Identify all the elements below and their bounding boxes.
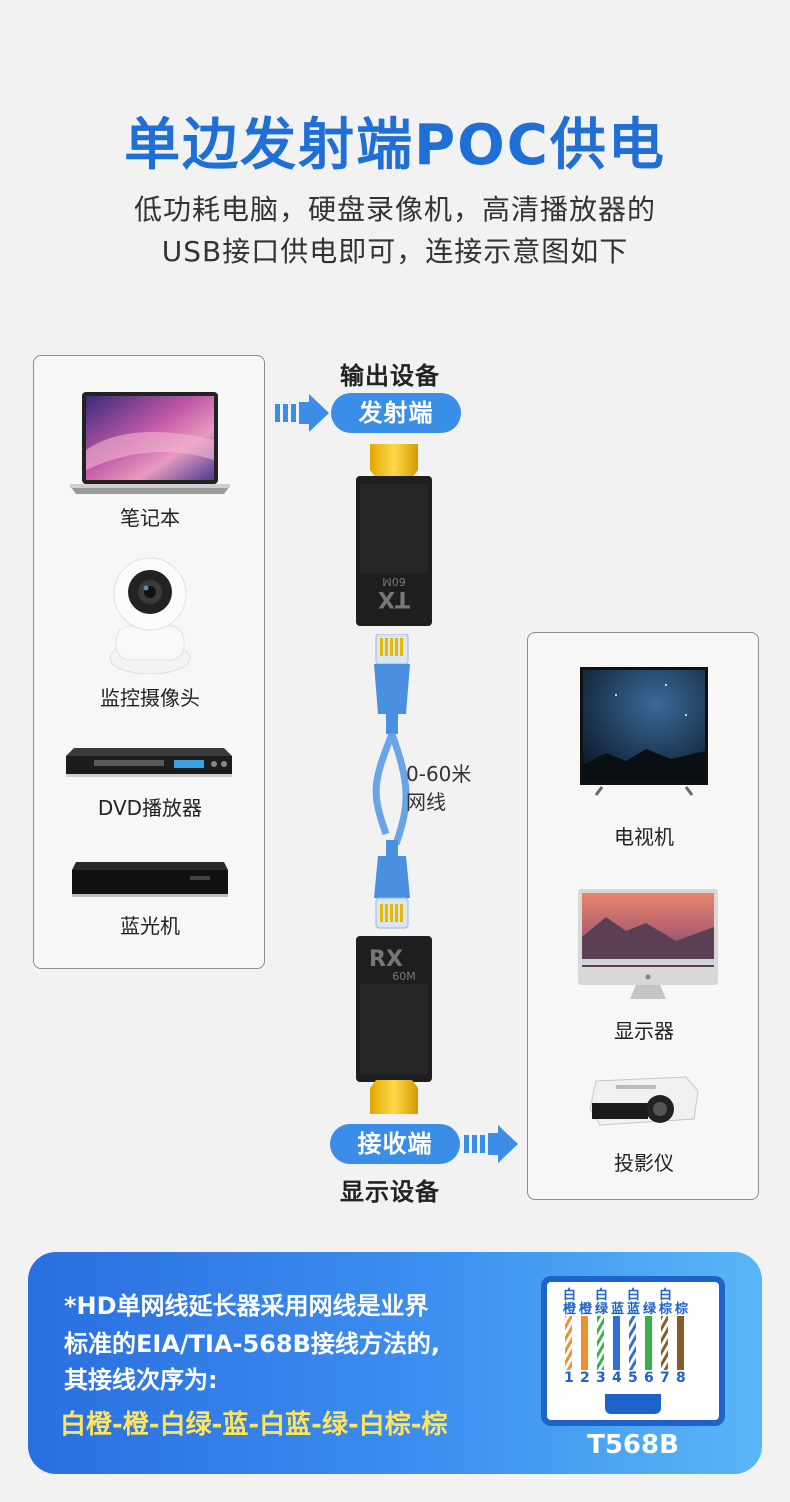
receiver-pill: 接收端 (330, 1124, 460, 1164)
pin-1: 1 (564, 1370, 574, 1386)
tx-module-label: TX (378, 586, 410, 611)
device-label-projector: 投影仪 (614, 1151, 674, 1175)
wire-top-3: 白 (627, 1288, 641, 1303)
page-title: 单边发射端POC供电 (124, 113, 666, 178)
pin-4: 4 (612, 1370, 622, 1386)
rx-module: RX 60M (356, 936, 432, 1114)
transmitter-pill: 发射端 (331, 393, 461, 433)
pin-7: 7 (660, 1370, 670, 1386)
projector-icon (589, 1076, 699, 1126)
wire-bottom-3: 绿 (595, 1302, 609, 1317)
device-label-dvd: DVD播放器 (97, 796, 203, 820)
banner-line-3: 其接线次序为: (64, 1366, 218, 1394)
subtitle-line-1: 低功耗电脑，硬盘录像机，高清播放器的 (133, 193, 656, 226)
arrow-right-icon (464, 1125, 518, 1163)
rx-module-label: RX (369, 947, 403, 972)
arrow-right-icon (275, 394, 329, 432)
monitor-icon (578, 889, 718, 999)
wire-bottom-1: 橙 (563, 1302, 577, 1317)
tv-icon (580, 667, 708, 796)
wiring-info-banner: *HD单网线延长器采用网线是业界 标准的EIA/TIA-568B接线方法的, 其… (28, 1252, 762, 1474)
wire-top-2: 白 (595, 1288, 609, 1303)
pin-2: 2 (580, 1370, 590, 1386)
subtitle-line-2: USB接口供电即可，连接示意图如下 (161, 235, 629, 268)
banner-line-1: *HD单网线延长器采用网线是业界 (64, 1292, 429, 1320)
output-device-label: 输出设备 (340, 362, 440, 390)
laptop-icon (70, 392, 230, 494)
rj45-tab (605, 1394, 661, 1414)
banner-line-2: 标准的EIA/TIA-568B接线方法的, (64, 1330, 441, 1358)
device-label-tv: 电视机 (614, 825, 674, 849)
wire-bottom-8: 棕 (675, 1302, 689, 1317)
bluray-player-icon (72, 862, 228, 897)
pin-3: 3 (596, 1370, 606, 1386)
wire-top-4: 白 (659, 1288, 673, 1303)
t568b-label: T568B (587, 1430, 679, 1460)
wire-bottom-7: 棕 (659, 1302, 673, 1317)
ethernet-cable (372, 634, 410, 929)
camera-icon (109, 557, 191, 674)
wire-bottom-6: 绿 (643, 1302, 657, 1317)
dvd-player-icon (66, 748, 232, 777)
cable-length-label: 0-60米 (406, 762, 472, 786)
tx-module: TX 60M (356, 444, 432, 626)
pin-6: 6 (644, 1370, 654, 1386)
source-devices-panel: 笔记本 监控摄像头 DVD播放器 蓝光机 (33, 355, 265, 969)
wire-top-1: 白 (563, 1288, 577, 1303)
device-label-camera: 监控摄像头 (100, 686, 200, 710)
wire-stripes (565, 1316, 684, 1370)
wire-bottom-2: 橙 (579, 1302, 593, 1317)
wire-sequence: 白橙-橙-白绿-蓝-白蓝-绿-白棕-棕 (60, 1410, 448, 1440)
display-devices-panel: 电视机 显示器 投影仪 (527, 632, 759, 1200)
cable-type-label: 网线 (406, 790, 446, 814)
display-device-label: 显示设备 (340, 1178, 440, 1206)
device-label-monitor: 显示器 (614, 1019, 674, 1043)
tx-module-sub: 60M (382, 575, 406, 588)
t568b-diagram: 白 白 白 白 橙 橙 绿 蓝 蓝 绿 棕 棕 (541, 1276, 725, 1426)
wire-bottom-5: 蓝 (627, 1302, 641, 1317)
device-label-laptop: 笔记本 (120, 506, 180, 530)
wire-bottom-4: 蓝 (611, 1302, 625, 1317)
pin-8: 8 (676, 1370, 686, 1386)
rx-module-sub: 60M (392, 970, 416, 983)
device-label-bluray: 蓝光机 (120, 914, 180, 938)
pin-5: 5 (628, 1370, 638, 1386)
